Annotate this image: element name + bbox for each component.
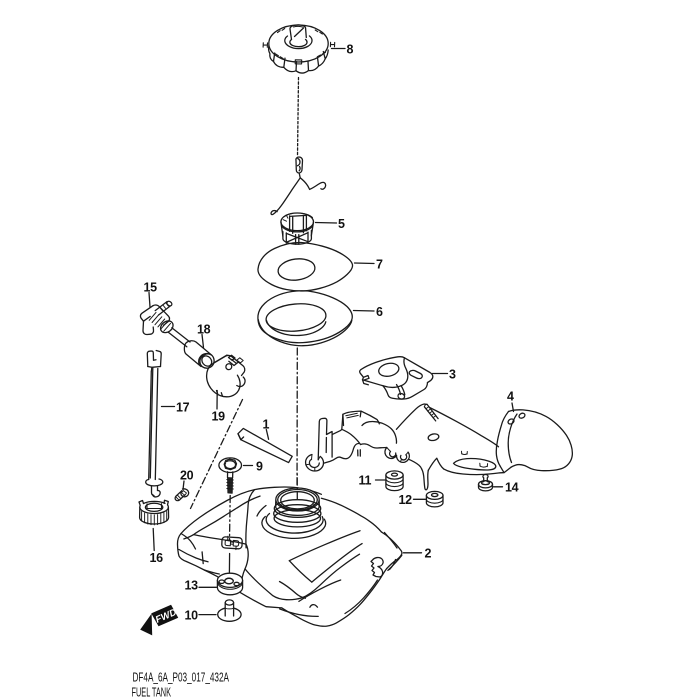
svg-text:7: 7 <box>376 258 383 272</box>
svg-text:DF4A_6A_P03_017_432A: DF4A_6A_P03_017_432A <box>133 671 230 685</box>
svg-text:2: 2 <box>425 547 432 561</box>
svg-text:14: 14 <box>505 481 519 495</box>
svg-text:16: 16 <box>150 551 164 565</box>
svg-text:11: 11 <box>359 474 372 488</box>
svg-text:15: 15 <box>144 281 158 295</box>
svg-text:13: 13 <box>185 579 199 593</box>
svg-text:1: 1 <box>263 418 270 432</box>
svg-text:8: 8 <box>347 43 354 57</box>
svg-text:20: 20 <box>180 469 194 483</box>
svg-text:9: 9 <box>256 460 263 474</box>
svg-text:12: 12 <box>399 493 413 507</box>
svg-text:10: 10 <box>185 609 199 623</box>
svg-text:4: 4 <box>507 390 514 404</box>
svg-text:6: 6 <box>376 305 383 319</box>
svg-text:18: 18 <box>197 323 211 337</box>
svg-text:FUEL TANK: FUEL TANK <box>132 686 172 700</box>
svg-text:19: 19 <box>212 410 226 424</box>
svg-text:17: 17 <box>176 401 190 415</box>
svg-text:3: 3 <box>449 368 456 382</box>
svg-text:5: 5 <box>338 217 345 231</box>
